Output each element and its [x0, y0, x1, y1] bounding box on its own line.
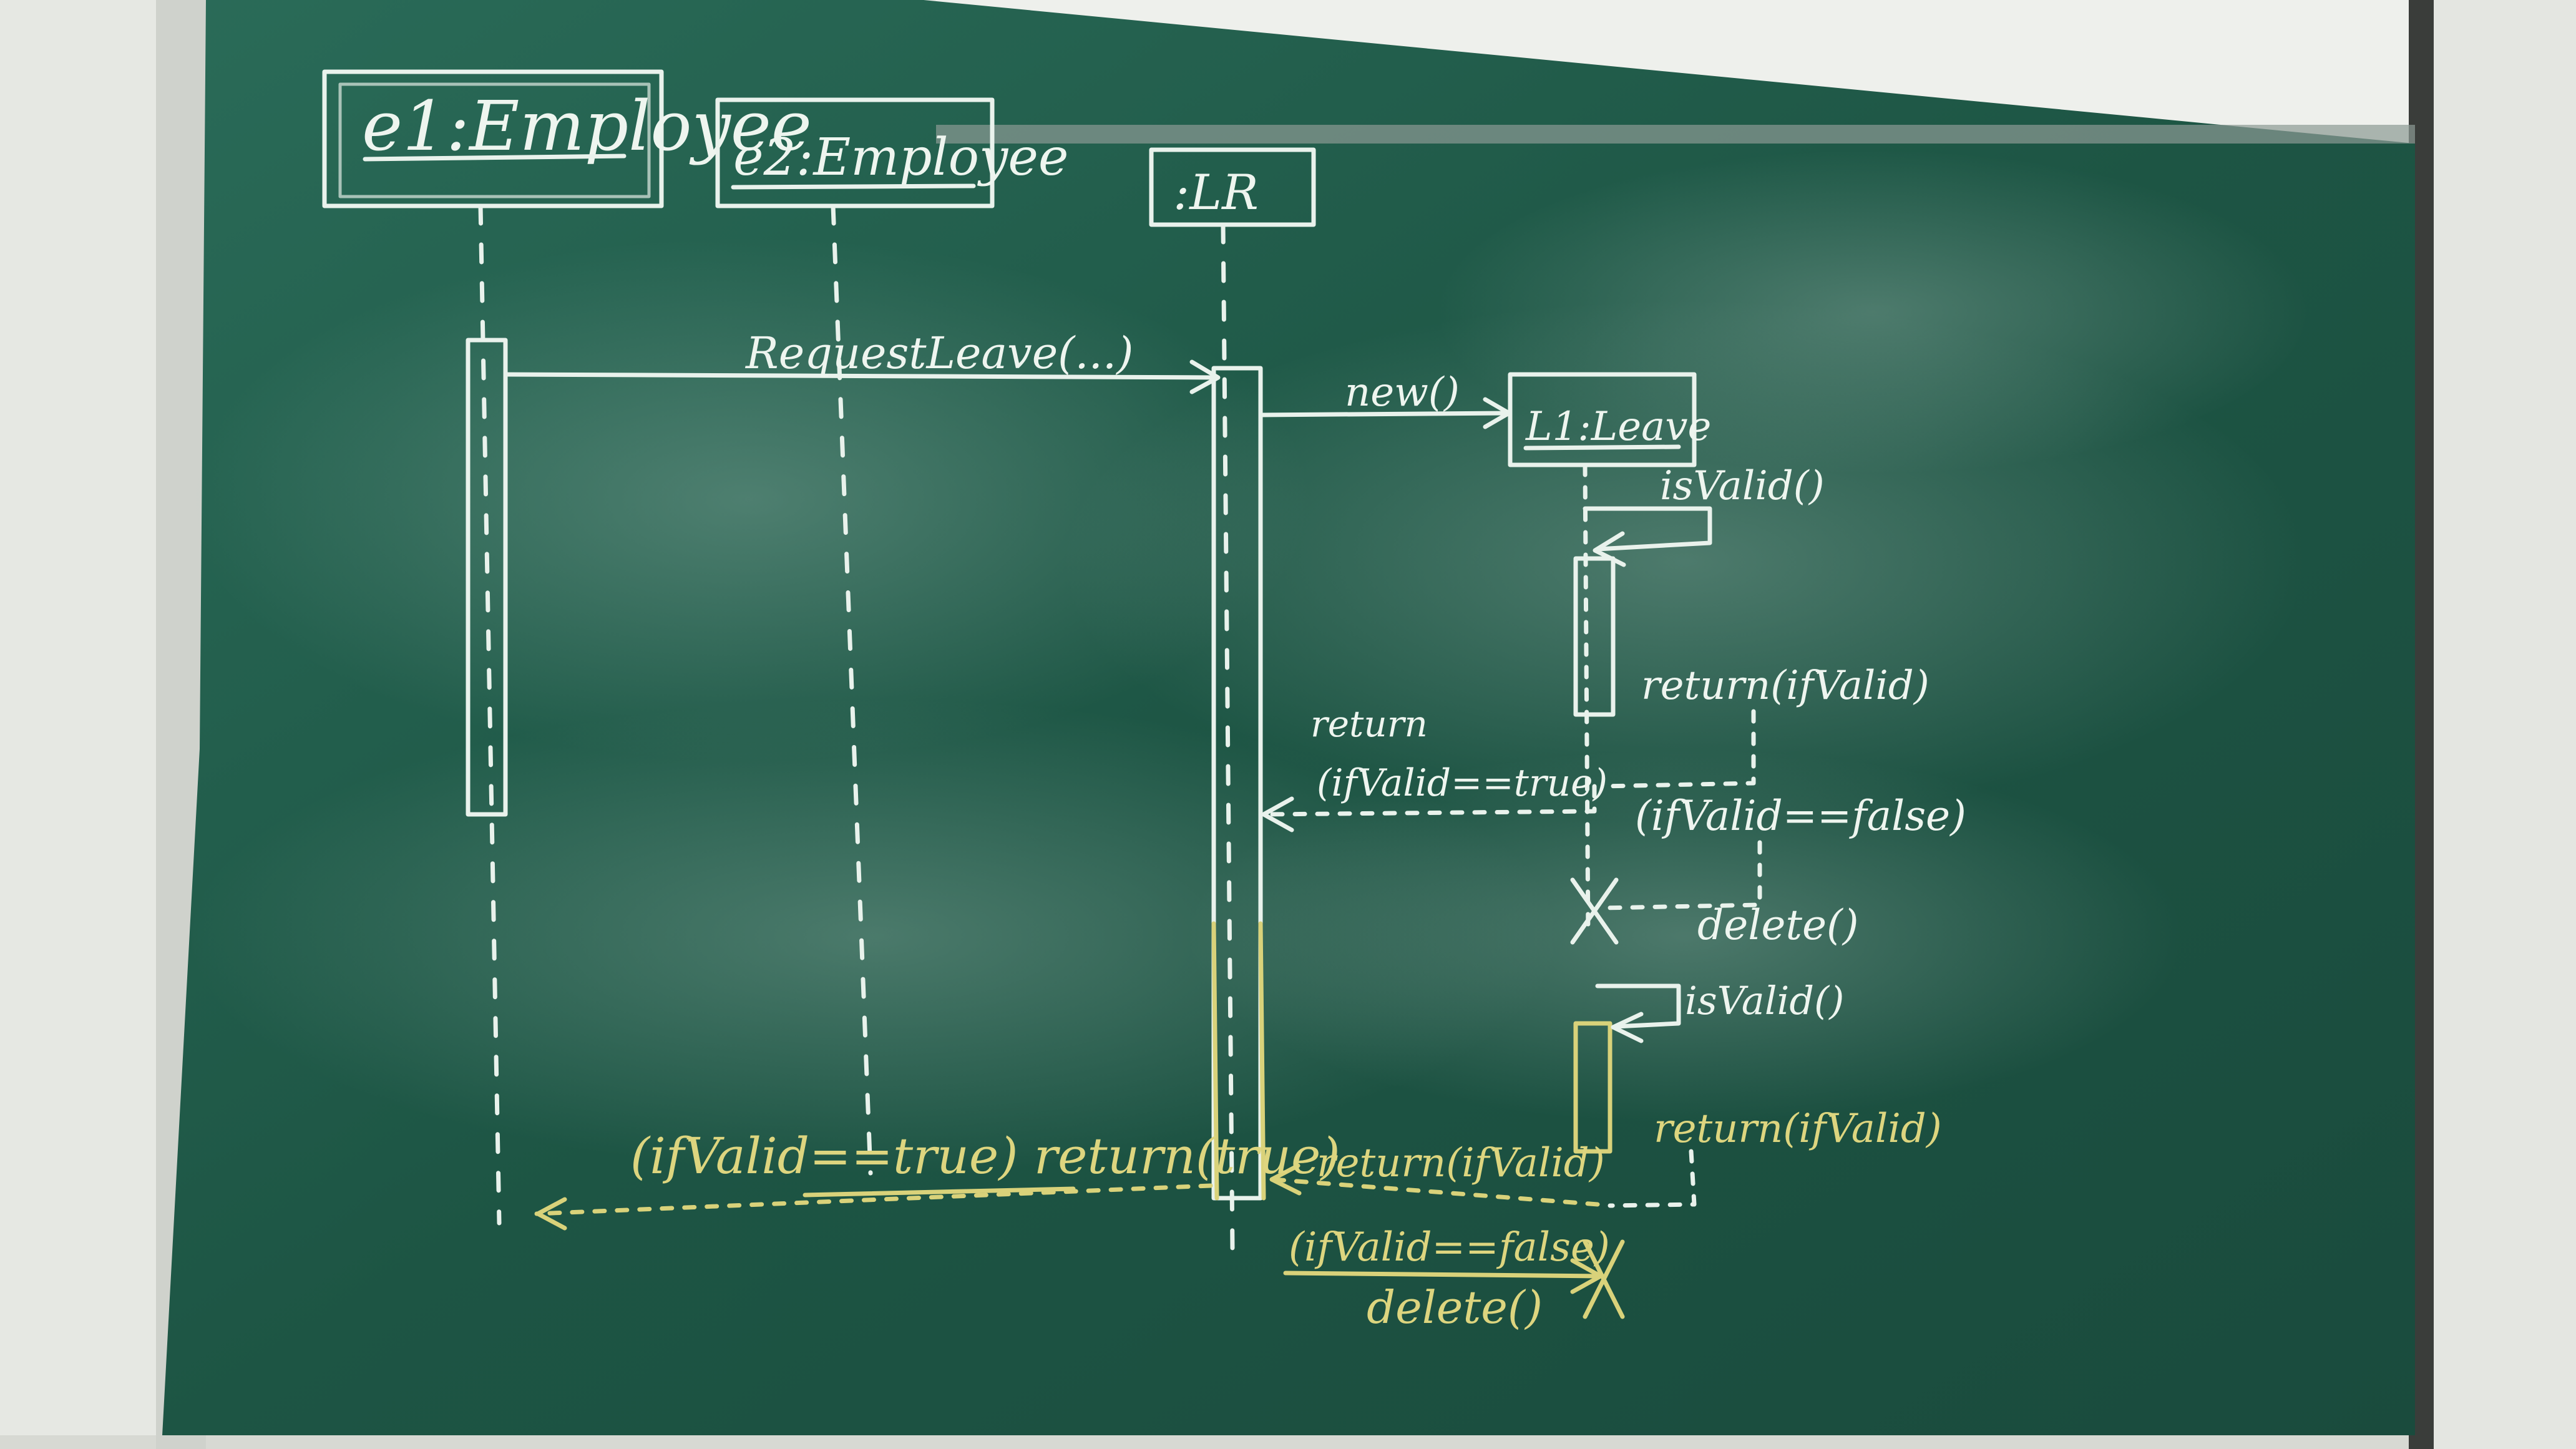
- activation-lr: [1211, 366, 1263, 1201]
- lifeline-lr: :LR: [1149, 147, 1316, 1251]
- msg-return-e1-yellow-label: (ifValid==true) return(true): [630, 1127, 1340, 1185]
- msg-new-label: new(): [1345, 369, 1460, 416]
- msg-return-is-valid-1-label: return(ifValid): [1641, 663, 1930, 709]
- msg-return-is-valid-1: return(ifValid): [1601, 663, 1930, 789]
- msg-is-valid-2: isValid(): [1595, 978, 1844, 1043]
- msg-request-leave-label: RequestLeave(...): [744, 328, 1134, 379]
- msg-delete-1: delete(): [1570, 877, 1859, 949]
- msg-return-is-valid-2-label: return(ifValid): [1654, 1106, 1942, 1152]
- msg-cond-false-1: (ifValid==false): [1601, 792, 1966, 910]
- lifeline-l1-label: L1:Leave: [1525, 404, 1711, 450]
- msg-return-lr-1: return (ifValid==true): [1261, 703, 1608, 832]
- msg-new: new(): [1258, 369, 1511, 429]
- activation-l1-a: [1573, 556, 1616, 717]
- msg-cond-false-1-label: (ifValid==false): [1635, 792, 1966, 840]
- lifeline-lr-label: :LR: [1173, 165, 1259, 221]
- activation-e1: [466, 338, 508, 817]
- lifeline-e2-label: e2:Employee: [733, 128, 1068, 187]
- msg-return-lr-1-label: return: [1310, 703, 1428, 745]
- lifeline-e2: e2:Employee: [715, 97, 1068, 1176]
- msg-return-is-valid-2: return(ifValid): [1608, 1106, 1942, 1208]
- msg-is-valid-1-label: isValid(): [1660, 463, 1825, 509]
- board-top-rail: [936, 125, 2415, 144]
- wall-right: [2434, 0, 2576, 1449]
- msg-request-leave: RequestLeave(...): [503, 328, 1221, 394]
- msg-return-lr-2-label: return(ifValid): [1317, 1140, 1605, 1186]
- activation-l1-b: [1573, 1021, 1612, 1154]
- msg-is-valid-2-label: isValid(): [1685, 978, 1844, 1023]
- msg-delete-1-label: delete(): [1697, 901, 1859, 949]
- msg-return-lr-2: return(ifValid): [1269, 1140, 1605, 1207]
- msg-cond-false-2-label: (ifValid==false): [1289, 1224, 1610, 1271]
- msg-return-lr-1-cond: (ifValid==true): [1317, 761, 1608, 805]
- msg-delete-2-label: delete(): [1367, 1281, 1543, 1334]
- msg-delete-2: (ifValid==false) delete(): [1283, 1224, 1625, 1334]
- msg-return-e1-yellow: (ifValid==true) return(true): [534, 1127, 1340, 1231]
- msg-is-valid-1: isValid(): [1583, 463, 1825, 567]
- wall-bottom: [0, 1435, 2576, 1449]
- lifeline-l1: L1:Leave: [1508, 372, 1711, 939]
